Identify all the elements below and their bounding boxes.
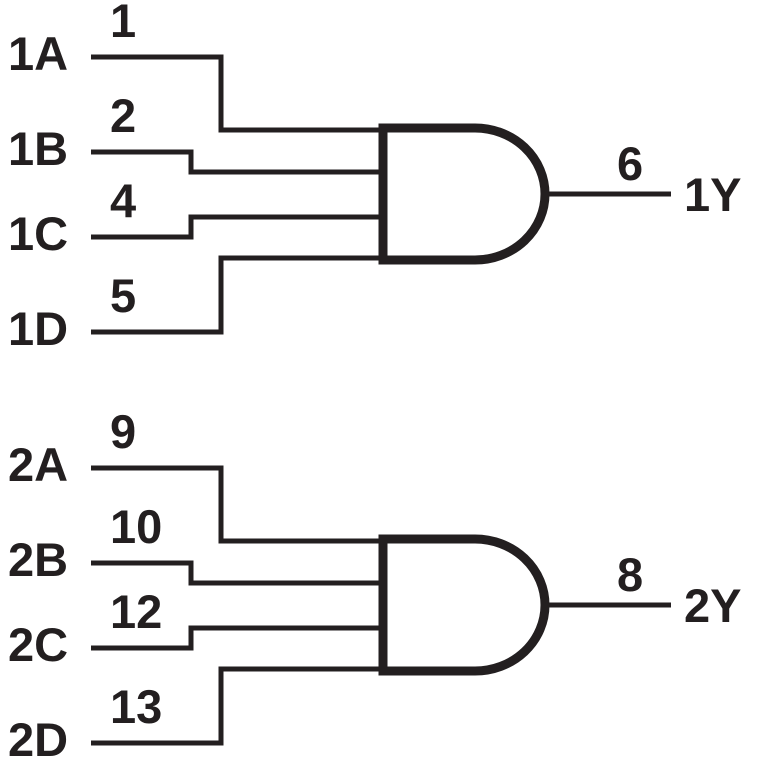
gate1-input-wire-c	[91, 214, 383, 240]
input-label-2c: 2C	[8, 618, 68, 671]
gate2-input-wire-a	[91, 465, 383, 544]
input-label-1c: 1C	[8, 207, 68, 260]
input-pin-number-1: 1	[110, 0, 136, 47]
gate2-input-wire-b	[91, 560, 383, 586]
gate1-input-wire-d	[91, 255, 383, 335]
input-label-2a: 2A	[8, 438, 68, 491]
and-gate-symbol-1	[378, 123, 550, 265]
input-label-1d: 1D	[8, 302, 68, 355]
input-label-1b: 1B	[8, 122, 68, 175]
gate2-input-wire-d	[91, 666, 383, 746]
gate2-input-wire-c	[91, 625, 383, 651]
input-pin-number-10: 10	[110, 500, 162, 553]
gate1-input-wire-b	[91, 149, 383, 175]
output-pin-number-8: 8	[617, 548, 643, 601]
gate1-input-wire-a	[91, 54, 383, 133]
input-pin-number-13: 13	[110, 680, 162, 733]
and-gate-symbol-2	[378, 534, 550, 676]
output-pin-number-6: 6	[617, 137, 643, 190]
input-pin-number-12: 12	[110, 585, 162, 638]
output-label-2y: 2Y	[684, 579, 742, 632]
input-pin-number-5: 5	[110, 269, 136, 322]
input-label-2d: 2D	[8, 713, 68, 765]
and-gate-1: 1A 1 1B 2 1C 4 1D 5 6 1Y	[8, 0, 742, 355]
input-label-1a: 1A	[8, 27, 68, 80]
and-gate-2: 2A 9 2B 10 2C 12 2D 13 8 2Y	[8, 405, 742, 765]
output-label-1y: 1Y	[684, 168, 742, 221]
input-pin-number-4: 4	[110, 174, 136, 227]
input-pin-number-2: 2	[110, 89, 136, 142]
input-pin-number-9: 9	[110, 405, 136, 458]
input-label-2b: 2B	[8, 533, 68, 586]
